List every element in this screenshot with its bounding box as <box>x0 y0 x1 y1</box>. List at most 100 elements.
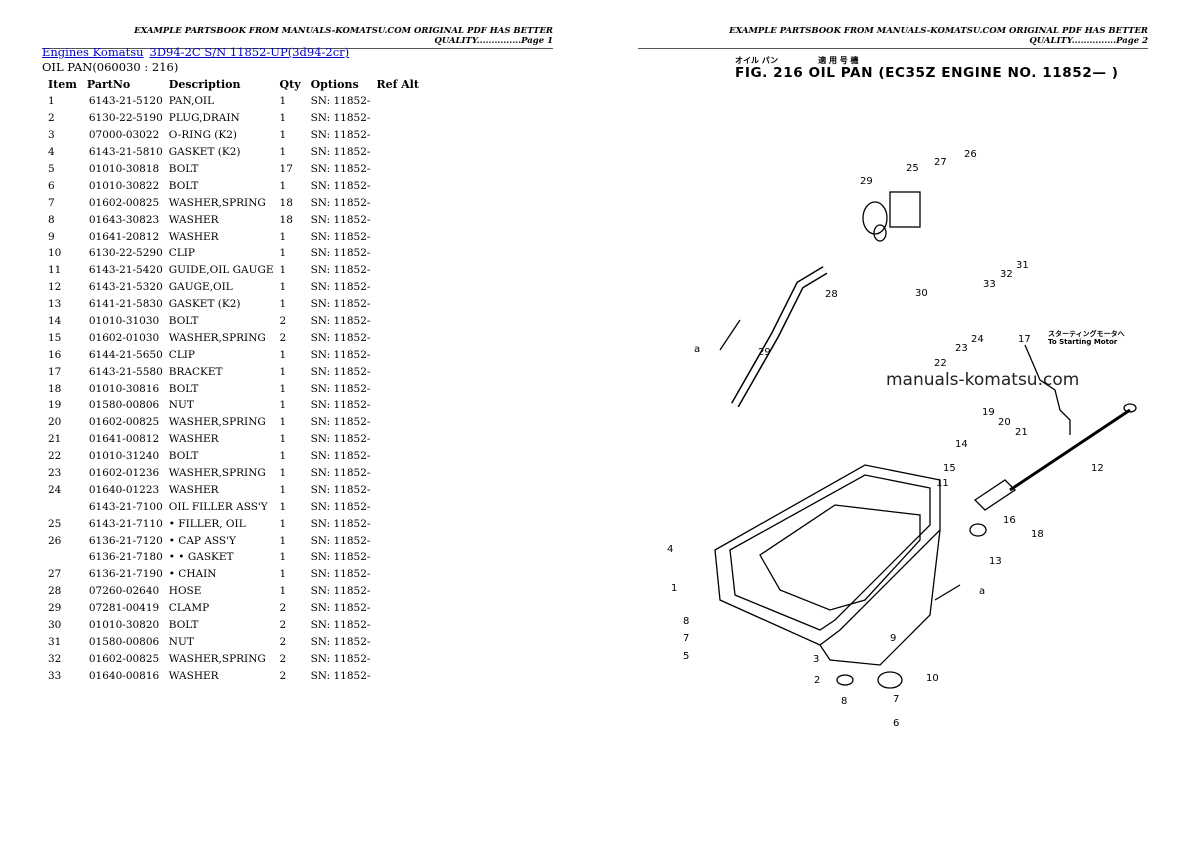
item-cell: 26 <box>48 534 62 547</box>
partno-cell: 6141-21-5830 <box>88 298 163 311</box>
callout-label: 10 <box>926 673 939 684</box>
callout-label: 12 <box>1091 463 1104 474</box>
options-cell: SN: 11852- <box>310 163 371 175</box>
partno-cell: 01010-30822 <box>88 179 160 192</box>
description-cell: WASHER,SPRING <box>168 196 266 209</box>
description-cell: WASHER,SPRING <box>168 467 266 480</box>
qty-cell: 1 <box>279 112 287 125</box>
partno-cell: 6143-21-5120 <box>88 95 163 108</box>
qty-cell: 1 <box>279 534 287 547</box>
options-cell: SN: 11852- <box>310 348 371 361</box>
options-cell: SN: 11852- <box>310 382 371 395</box>
options-cell: SN: 11852- <box>310 433 371 446</box>
partno-cell: 01010-30816 <box>88 382 160 395</box>
callout-label: 16 <box>1003 515 1016 526</box>
item-cell: 7 <box>48 196 55 209</box>
item-cell: 16 <box>48 348 62 361</box>
description-cell: WASHER <box>168 483 219 496</box>
qty-cell: 1 <box>279 500 287 513</box>
callout-label: 3 <box>813 654 819 665</box>
partno-cell: 01010-30820 <box>88 619 160 632</box>
partno-cell: 6143-21-7100 <box>88 500 163 513</box>
item-cell: 28 <box>48 585 62 598</box>
options-cell: SN: 11852- <box>310 500 371 513</box>
description-cell: CLIP <box>168 348 196 361</box>
item-cell: 5 <box>48 163 55 175</box>
item-cell: 27 <box>48 568 62 581</box>
options-cell: SN: 11852- <box>310 247 371 260</box>
item-cell: 11 <box>48 264 62 277</box>
qty-cell: 1 <box>279 382 287 395</box>
partno-cell: 07281-00419 <box>88 602 160 615</box>
callout-label: 14 <box>955 439 968 450</box>
description-cell: PLUG,DRAIN <box>168 112 240 125</box>
breadcrumb-engines-link[interactable]: Engines Komatsu <box>42 45 144 59</box>
item-cell: 30 <box>48 619 62 632</box>
item-cell: 24 <box>48 483 62 496</box>
callout-label: 9 <box>890 633 896 644</box>
callout-label: 19 <box>982 407 995 418</box>
qty-cell: 1 <box>279 517 287 530</box>
partno-cell: 01010-31240 <box>88 450 160 463</box>
qty-cell: 2 <box>279 619 287 632</box>
description-cell: WASHER <box>168 213 219 226</box>
description-cell: GAUGE,OIL <box>168 281 233 294</box>
callout-label: 1 <box>671 583 677 594</box>
partno-cell: 07260-02640 <box>88 585 160 598</box>
column-header: Qty <box>279 78 301 91</box>
description-cell: CLAMP <box>168 602 210 615</box>
options-cell: SN: 11852- <box>310 331 371 344</box>
description-cell: WASHER <box>168 433 219 446</box>
description-cell: BOLT <box>168 382 199 395</box>
item-cell: 33 <box>48 669 62 682</box>
qty-cell: 1 <box>279 146 287 159</box>
callout-label: 4 <box>667 544 673 555</box>
item-cell: 12 <box>48 281 62 294</box>
item-cell: 3 <box>48 129 55 142</box>
column-header: Description <box>168 78 241 91</box>
item-cell: 32 <box>48 652 62 665</box>
callout-label: 29 <box>860 176 873 187</box>
callout-label: 33 <box>983 279 996 290</box>
breadcrumb-model-link[interactable]: 3D94-2C S/N 11852-UP(3d94-2cr) <box>149 45 350 59</box>
qty-cell: 17 <box>279 163 293 175</box>
qty-cell: 1 <box>279 450 287 463</box>
options-cell: SN: 11852- <box>310 450 371 463</box>
qty-cell: 1 <box>279 230 287 243</box>
starting-motor-note: スターティングモータへ To Starting Motor <box>1048 330 1125 346</box>
callout-label: a <box>694 344 700 355</box>
callout-label: 23 <box>955 343 968 354</box>
description-cell: PAN,OIL <box>168 95 215 108</box>
options-cell: SN: 11852- <box>310 196 371 209</box>
description-cell: WASHER <box>168 669 219 682</box>
diagram-lines <box>714 191 1137 689</box>
item-cell: 1 <box>48 95 55 108</box>
description-cell: BOLT <box>168 163 199 175</box>
item-cell: 25 <box>48 517 62 530</box>
callout-label: 20 <box>998 417 1011 428</box>
description-cell: BOLT <box>168 179 199 192</box>
qty-cell: 1 <box>279 467 287 480</box>
partno-cell: 07000-03022 <box>88 129 160 142</box>
description-cell: • CAP ASS'Y <box>168 534 236 547</box>
callout-label: 21 <box>1015 427 1028 438</box>
options-cell: SN: 11852- <box>310 619 371 632</box>
item-cell: 13 <box>48 298 62 311</box>
qty-cell: 2 <box>279 331 287 344</box>
qty-cell: 1 <box>279 483 287 496</box>
partno-cell: 6130-22-5190 <box>88 112 163 125</box>
partno-cell: 01010-31030 <box>88 315 160 328</box>
